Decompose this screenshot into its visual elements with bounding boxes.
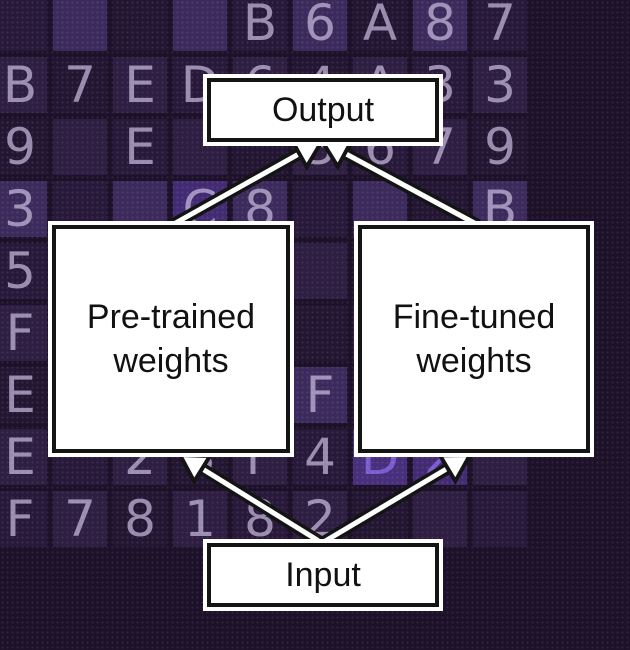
finetuned-weights-node: Fine-tuned weights xyxy=(354,221,594,457)
background-tile xyxy=(413,0,467,51)
finetuned-weights-label: Fine-tuned weights xyxy=(392,298,556,380)
arrow-finetuned-to-output xyxy=(318,138,481,231)
background-glyph: 7 xyxy=(484,0,516,52)
background-tile xyxy=(53,491,107,547)
background-glyph: 7 xyxy=(64,56,96,114)
background-tile xyxy=(293,243,347,299)
background-glyph: 3 xyxy=(484,56,516,114)
input-label: Input xyxy=(285,555,361,594)
background-tile xyxy=(0,305,47,361)
background-tile xyxy=(473,0,527,51)
output-node: Output xyxy=(203,74,443,146)
background-tile xyxy=(0,491,47,547)
background-tile xyxy=(0,0,47,51)
background-glyph: B xyxy=(242,0,278,52)
background-tile xyxy=(113,491,167,547)
arrow-input-to-finetuned xyxy=(318,452,474,549)
background-tile xyxy=(293,181,347,237)
background-tile xyxy=(0,119,47,175)
background-tile xyxy=(473,119,527,175)
background-tile xyxy=(113,0,167,51)
arrow-input-to-pretrained xyxy=(176,452,326,549)
background-tile xyxy=(233,0,287,51)
input-node: Input xyxy=(203,539,443,611)
background-tile xyxy=(293,0,347,51)
background-tile xyxy=(53,57,107,113)
background-glyph: 1 xyxy=(184,490,216,548)
arrow-pretrained-to-output xyxy=(169,138,326,231)
background-glyph: E xyxy=(4,428,36,486)
background-tile xyxy=(113,57,167,113)
background-glyph: 4 xyxy=(304,428,336,486)
background-glyph: 9 xyxy=(484,118,516,176)
background-glyph: E xyxy=(4,366,36,424)
background-tile xyxy=(473,491,527,547)
background-tile xyxy=(0,57,47,113)
background-tile xyxy=(113,119,167,175)
pretrained-weights-label: Pre-trained weights xyxy=(86,298,256,380)
background-tile xyxy=(353,0,407,51)
background-glyph: A xyxy=(362,0,398,52)
background-tile xyxy=(473,57,527,113)
pretrained-weights-node: Pre-trained weights xyxy=(48,221,294,457)
background-tile xyxy=(173,0,227,51)
background-glyph: 9 xyxy=(4,118,36,176)
background-glyph: B xyxy=(2,56,38,114)
background-tile xyxy=(0,181,47,237)
background-glyph: 6 xyxy=(304,0,336,52)
background-glyph: 3 xyxy=(4,180,36,238)
background-glyph: E xyxy=(124,56,156,114)
background-glyph: 8 xyxy=(424,0,456,52)
background-tile xyxy=(293,305,347,361)
background-glyph: F xyxy=(5,304,35,362)
background-tile xyxy=(293,367,347,423)
background-tile xyxy=(0,367,47,423)
background-glyph: E xyxy=(124,118,156,176)
background-tile xyxy=(293,429,347,485)
background-tile xyxy=(53,0,107,51)
background-glyph: F xyxy=(305,366,335,424)
background-glyph: 7 xyxy=(64,490,96,548)
background-tile xyxy=(173,491,227,547)
background-tile xyxy=(0,243,47,299)
background-glyph: F xyxy=(5,490,35,548)
output-label: Output xyxy=(271,90,375,129)
background-glyph: 5 xyxy=(4,242,36,300)
background-glyph: 8 xyxy=(124,490,156,548)
background-tile xyxy=(53,119,107,175)
background-tile xyxy=(0,429,47,485)
background-tile xyxy=(413,491,467,547)
